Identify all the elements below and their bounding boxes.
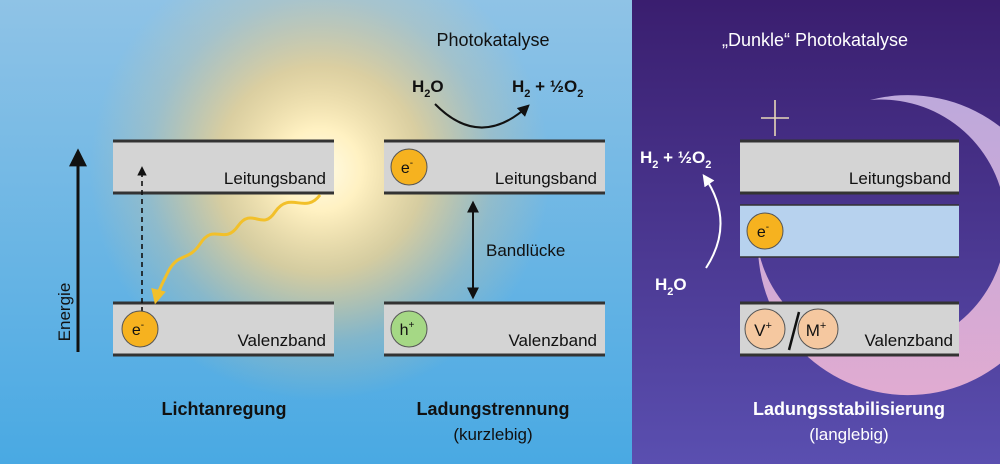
conduction-band: Leitungsband — [384, 139, 605, 195]
valence-band-label: Valenzband — [237, 331, 326, 350]
svg-text:V+: V+ — [754, 320, 772, 340]
metal-ion-particle: M+ — [797, 308, 839, 350]
caption-ladungsstabilisierung: Ladungsstabilisierung — [753, 399, 945, 419]
panel-ladungstrennung: Photokatalyse H2O H2 + ½O2 Leitungsband … — [384, 30, 605, 444]
energy-axis-label: Energie — [55, 283, 74, 342]
valence-band: Valenzband — [113, 301, 334, 357]
electron-particle: e- — [121, 310, 159, 348]
dark-photokatalyse-title: „Dunkle“ Photokatalyse — [722, 30, 908, 50]
reaction-output-h2-o2: H2 + ½O2 — [640, 148, 711, 171]
reaction-input-h2o: H2O — [412, 77, 444, 100]
valence-band-label: Valenzband — [508, 331, 597, 350]
conduction-band: Leitungsband — [740, 139, 959, 195]
panel-lichtanregung: Leitungsband Valenzband e- Lichtanregung — [113, 139, 334, 419]
conduction-band-label: Leitungsband — [849, 169, 951, 188]
conduction-band-label: Leitungsband — [495, 169, 597, 188]
reaction-arrow — [434, 103, 530, 129]
svg-text:e-: e- — [401, 158, 413, 177]
reaction-output-h2-o2: H2 + ½O2 — [512, 77, 583, 100]
svg-text:h+: h+ — [400, 320, 415, 339]
caption-lichtanregung: Lichtanregung — [162, 399, 287, 419]
reaction-input-h2o: H2O — [655, 275, 687, 298]
conduction-band-label: Leitungsband — [224, 169, 326, 188]
crescent-moon-icon — [758, 95, 1000, 396]
star-icon — [761, 100, 789, 136]
electron-particle: e- — [746, 212, 784, 250]
vacancy-particle: V+ — [744, 308, 786, 350]
hole-particle: h+ — [390, 310, 428, 348]
sun-icon — [90, 0, 550, 400]
subcaption-kurzlebig: (kurzlebig) — [453, 425, 532, 444]
band-gap-label: Bandlücke — [486, 241, 565, 260]
svg-text:M+: M+ — [806, 320, 827, 340]
conduction-band: Leitungsband — [113, 139, 334, 195]
dark-reaction-arrow — [702, 174, 722, 269]
subcaption-langlebig: (langlebig) — [809, 425, 888, 444]
light-wave-icon — [151, 194, 322, 305]
caption-ladungstrennung: Ladungstrennung — [417, 399, 570, 419]
separator-slash — [787, 311, 801, 351]
electron-particle: e- — [390, 148, 428, 186]
svg-text:e-: e- — [757, 222, 769, 241]
svg-text:e-: e- — [132, 320, 144, 339]
photokatalyse-title: Photokatalyse — [436, 30, 549, 50]
panel-ladungsstabilisierung: „Dunkle“ Photokatalyse H2 + ½O2 H2O Leit… — [640, 30, 959, 444]
valence-band-label: Valenzband — [864, 331, 953, 350]
